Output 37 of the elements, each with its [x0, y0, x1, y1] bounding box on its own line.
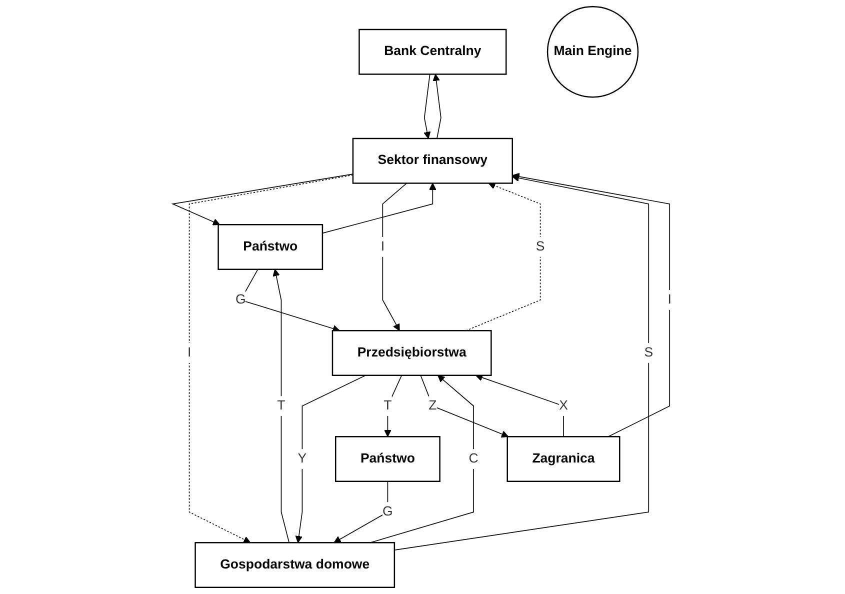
edge-label: S [644, 346, 654, 360]
edge-label: T [384, 398, 392, 413]
arrow [172, 174, 354, 226]
edge-label: S [536, 240, 546, 254]
arrow [370, 375, 474, 544]
arrow [476, 374, 564, 438]
arrow [273, 269, 290, 544]
arrow [424, 74, 432, 139]
arrow [382, 182, 408, 331]
edge-label: T [278, 398, 286, 413]
edge-label: Y [298, 452, 308, 466]
node-box: Państwo [218, 224, 324, 270]
node-box: Gospodarstwa domowe [195, 542, 396, 588]
node-box: Sektor finansowy [352, 138, 514, 184]
edge-label: I [188, 346, 192, 360]
arrow [466, 182, 542, 332]
arrow [384, 374, 402, 437]
edge-label: Z [429, 398, 438, 413]
edge-label: G [382, 504, 394, 519]
edge-label: G [236, 292, 246, 307]
arrow [189, 174, 354, 543]
node-box: Zagranica [507, 436, 621, 482]
node-circle: Main Engine [547, 6, 640, 98]
arrow [394, 174, 650, 550]
arrow [433, 74, 442, 139]
node-box: Bank Centralny [359, 28, 508, 75]
edge-label: I [668, 292, 672, 307]
arrow [322, 182, 437, 234]
arrow [420, 374, 510, 438]
node-box: Przedsiębiorstwa [332, 330, 492, 376]
edge-label: X [559, 398, 568, 413]
arrow [296, 374, 366, 543]
edge-label: C [469, 452, 479, 466]
edge-label: I [381, 240, 385, 254]
arrow [512, 172, 670, 438]
node-box: Państwo [335, 436, 441, 482]
arrow [334, 480, 389, 543]
